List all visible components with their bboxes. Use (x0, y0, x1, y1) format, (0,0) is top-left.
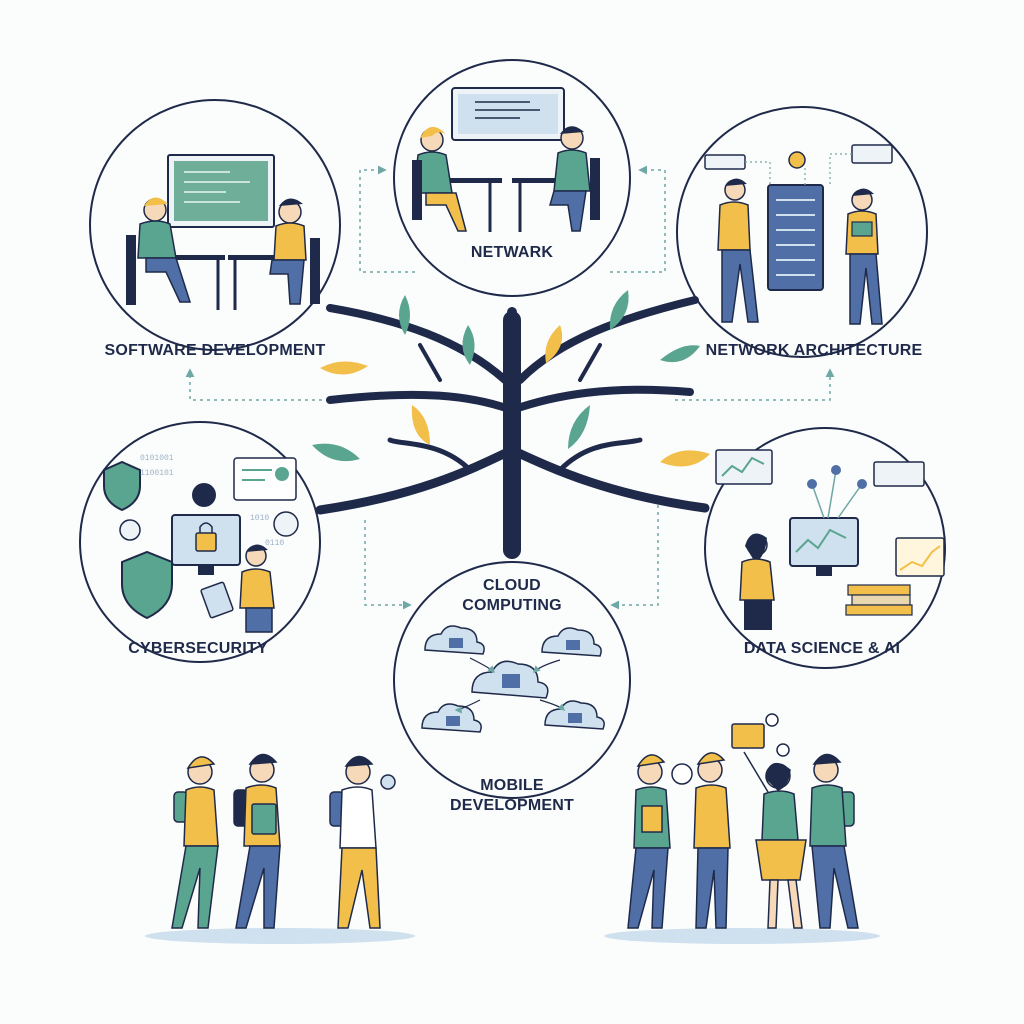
circle-data (704, 427, 946, 669)
circle-cyber (79, 421, 321, 663)
tree-icon (312, 290, 710, 559)
leaves (312, 290, 710, 467)
svg-text:0110: 0110 (265, 539, 284, 548)
label-cybersecurity: CYBERSECURITY (128, 640, 268, 657)
label-cloud-computing: CLOUD COMPUTING (462, 577, 562, 614)
dashed-connectors (185, 165, 835, 610)
label-mobile-development: MOBILE DEVELOPMENT (450, 777, 574, 814)
students-walking-icon (145, 713, 880, 944)
label-software-development: SOFTWARE DEVELOPMENT (104, 342, 326, 359)
svg-text:1100101: 1100101 (140, 469, 174, 478)
shield-lock-icon: 0101001 1100101 1010 0110 (103, 454, 299, 633)
label-network: NETWARK (470, 244, 554, 261)
data-dashboard-icon (715, 449, 945, 630)
circle-cloud (393, 561, 631, 799)
label-network-architecture: NETWORK ARCHITECTURE (705, 342, 923, 359)
server-rack-icon (704, 144, 893, 325)
developers-at-desks-icon (126, 154, 320, 310)
node-circles (79, 59, 946, 799)
cloud-network-icon (421, 625, 605, 733)
svg-text:1010: 1010 (250, 514, 269, 523)
label-data-science-ai: DATA SCIENCE & AI (743, 640, 901, 657)
circle-network (393, 59, 631, 297)
svg-text:0101001: 0101001 (140, 454, 174, 463)
circle-network-arch (676, 106, 928, 358)
pair-coding-icon (412, 87, 600, 232)
circle-software (89, 99, 341, 351)
